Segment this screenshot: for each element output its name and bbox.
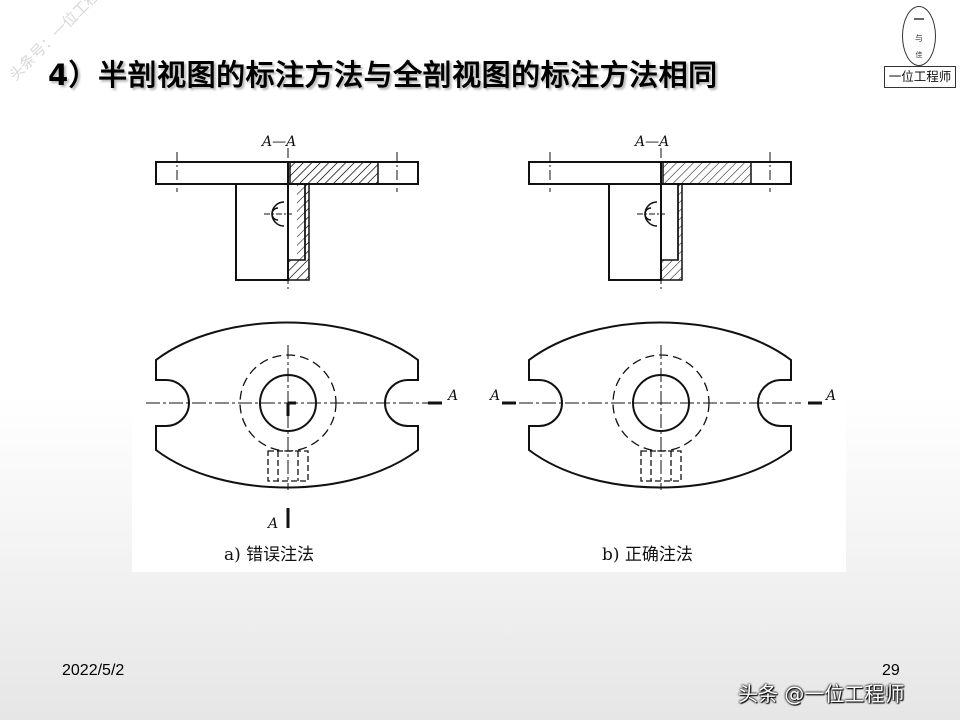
caption-left: a) 错误注法 — [224, 545, 314, 565]
drawing-figure: A—A — [132, 130, 846, 572]
slide-title: 4）半剖视图的标注方法与全剖视图的标注方法相同 — [48, 58, 718, 92]
right-drawing: A—A A A — [488, 134, 836, 490]
footer-date: 2022/5/2 — [62, 662, 125, 679]
logo-seal-icon: 与 佳 — [902, 6, 936, 66]
right-label-a-right: A — [824, 388, 836, 404]
right-section-label: A—A — [633, 134, 669, 150]
caption-right: b) 正确注法 — [602, 545, 693, 565]
left-top-view — [146, 321, 442, 528]
left-front-view — [155, 148, 419, 290]
footer-watermark: 头条 @一位工程师 — [738, 682, 905, 706]
right-label-a-left: A — [488, 388, 500, 404]
technical-drawing: A—A — [146, 134, 836, 565]
left-label-a-right: A — [446, 388, 458, 404]
right-top-view — [502, 321, 822, 490]
left-label-a-bottom: A — [266, 516, 278, 532]
logo-label: 一位工程师 — [884, 66, 956, 88]
svg-text:与: 与 — [915, 34, 923, 43]
svg-text:佳: 佳 — [916, 50, 923, 59]
left-drawing: A—A — [146, 134, 458, 532]
right-front-view — [528, 148, 792, 290]
brand-logo: 与 佳 一位工程师 — [884, 0, 956, 90]
page-number: 29 — [882, 662, 900, 679]
left-section-label: A—A — [260, 134, 296, 150]
